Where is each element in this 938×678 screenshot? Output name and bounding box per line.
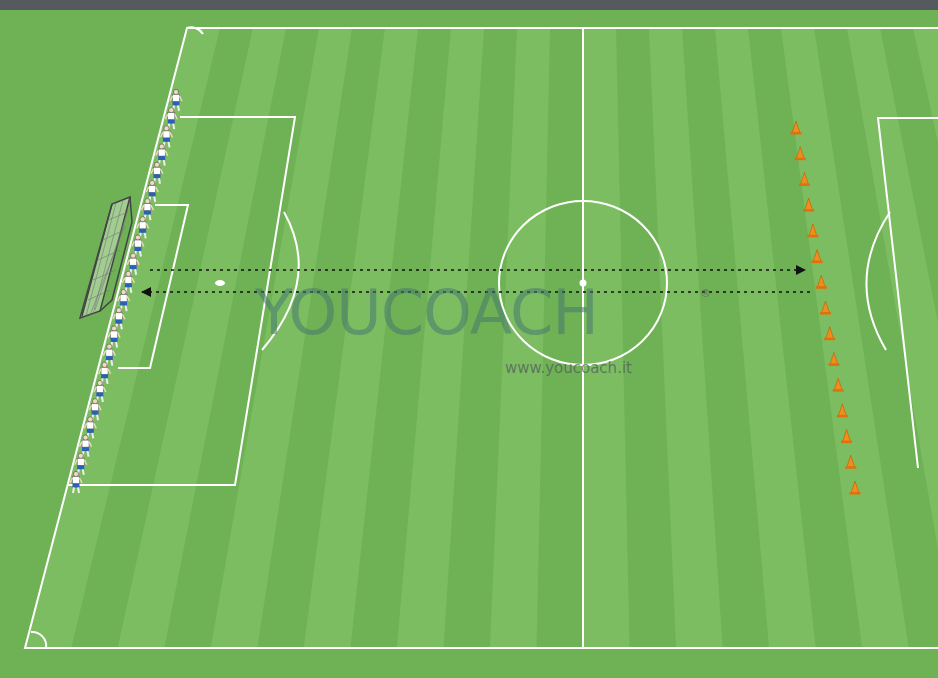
cone — [813, 250, 821, 262]
grass-stripe — [847, 28, 938, 648]
cone-base — [799, 183, 810, 186]
cone-base — [795, 158, 806, 161]
cone-base — [850, 492, 861, 495]
cone-base — [837, 415, 848, 418]
grass-stripes — [25, 28, 938, 648]
cone-base — [812, 261, 823, 264]
cone — [809, 224, 817, 236]
goal — [80, 197, 132, 318]
cone — [800, 172, 808, 184]
watermark-url: www.youcoach.it — [505, 359, 632, 377]
watermark: YOUCOACH — [255, 276, 598, 349]
cone-base — [841, 441, 852, 444]
players — [70, 89, 182, 493]
cone — [851, 481, 859, 493]
cone-base — [820, 312, 831, 315]
cone-base — [816, 286, 827, 289]
cones — [791, 121, 861, 495]
cone-base — [828, 363, 839, 366]
registered-mark: ® — [700, 287, 711, 300]
top-bar — [0, 0, 938, 10]
cone — [847, 455, 855, 467]
cone — [834, 378, 842, 390]
penalty-spot — [215, 280, 225, 286]
cone — [838, 404, 846, 416]
cone — [830, 352, 838, 364]
grass-stripe — [649, 28, 723, 648]
cone — [796, 147, 804, 159]
cone-base — [791, 132, 802, 135]
cone — [805, 198, 813, 210]
cone-base — [807, 235, 818, 238]
cone-base — [845, 466, 856, 469]
grass-stripe — [913, 28, 938, 648]
cone — [843, 430, 851, 442]
cone — [792, 121, 800, 133]
cone-base — [833, 389, 844, 392]
cone-base — [803, 209, 814, 212]
pitch-lines — [25, 27, 938, 648]
cone — [822, 301, 830, 313]
player — [70, 471, 82, 493]
cone — [817, 275, 825, 287]
cone-base — [824, 338, 835, 341]
cone — [826, 327, 834, 339]
